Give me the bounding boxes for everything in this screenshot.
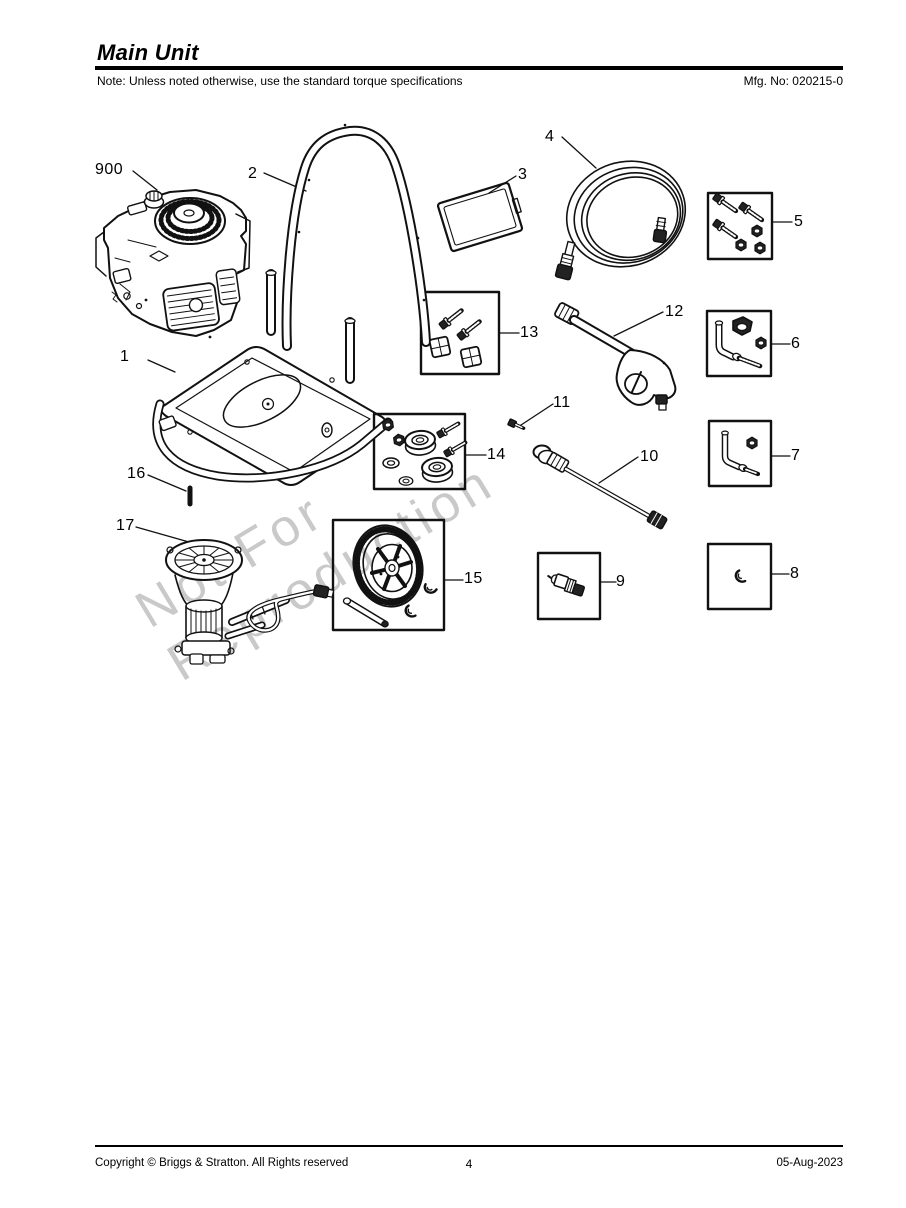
wheel-kit-illustration — [342, 524, 439, 628]
box13-hardware-illustration — [428, 307, 482, 369]
callout-16: 16 — [127, 465, 146, 482]
page-number: 4 — [465, 1157, 473, 1171]
part-box-8 — [706, 542, 773, 611]
revision-date: 05-Aug-2023 — [776, 1157, 844, 1169]
callout-2: 2 — [248, 165, 258, 182]
box6-hardware-illustration — [714, 316, 767, 369]
callout-5: 5 — [794, 213, 804, 230]
spray-gun-illustration — [554, 302, 677, 411]
frame-illustration — [152, 269, 393, 486]
page-title: Main Unit — [97, 40, 199, 65]
callout-7: 7 — [791, 447, 801, 464]
callout-17: 17 — [116, 517, 135, 534]
part-box-15 — [331, 518, 446, 632]
callout-900: 900 — [95, 161, 124, 178]
box5-hardware-illustration — [712, 192, 765, 255]
engine-illustration — [95, 189, 251, 339]
torque-note: Note: Unless noted otherwise, use the st… — [97, 74, 463, 88]
part-box-7 — [707, 419, 773, 488]
handle-illustration — [281, 123, 431, 351]
callout-15: 15 — [464, 570, 483, 587]
pump-illustration — [165, 539, 335, 665]
callout-13: 13 — [520, 324, 539, 341]
copyright-text: Copyright © Briggs & Stratton. All Right… — [95, 1157, 349, 1169]
panel-illustration — [436, 181, 524, 253]
part-box-6 — [705, 309, 773, 378]
callout-8: 8 — [790, 565, 800, 582]
header-rule — [95, 66, 843, 70]
callout-14: 14 — [487, 446, 506, 463]
callout-9: 9 — [616, 573, 626, 590]
bolt-11-illustration — [507, 418, 526, 430]
box9-nozzle-illustration — [547, 573, 585, 597]
mfg-number: Mfg. No: 020215-0 — [743, 74, 843, 88]
callout-4: 4 — [545, 128, 555, 145]
hose-illustration — [554, 160, 687, 281]
box14-hardware-illustration — [381, 417, 467, 486]
callout-10: 10 — [640, 448, 659, 465]
callout-1: 1 — [120, 348, 130, 365]
callout-11: 11 — [553, 394, 571, 411]
footer-rule — [95, 1145, 843, 1147]
callout-12: 12 — [665, 303, 684, 320]
part-box-9 — [536, 551, 602, 621]
callout-6: 6 — [791, 335, 801, 352]
callout-3: 3 — [518, 166, 528, 183]
box7-hardware-illustration — [721, 430, 761, 477]
box8-clip-illustration — [733, 568, 749, 584]
wand-illustration — [532, 444, 668, 530]
part-box-14 — [372, 412, 467, 491]
part-box-5 — [706, 191, 774, 261]
